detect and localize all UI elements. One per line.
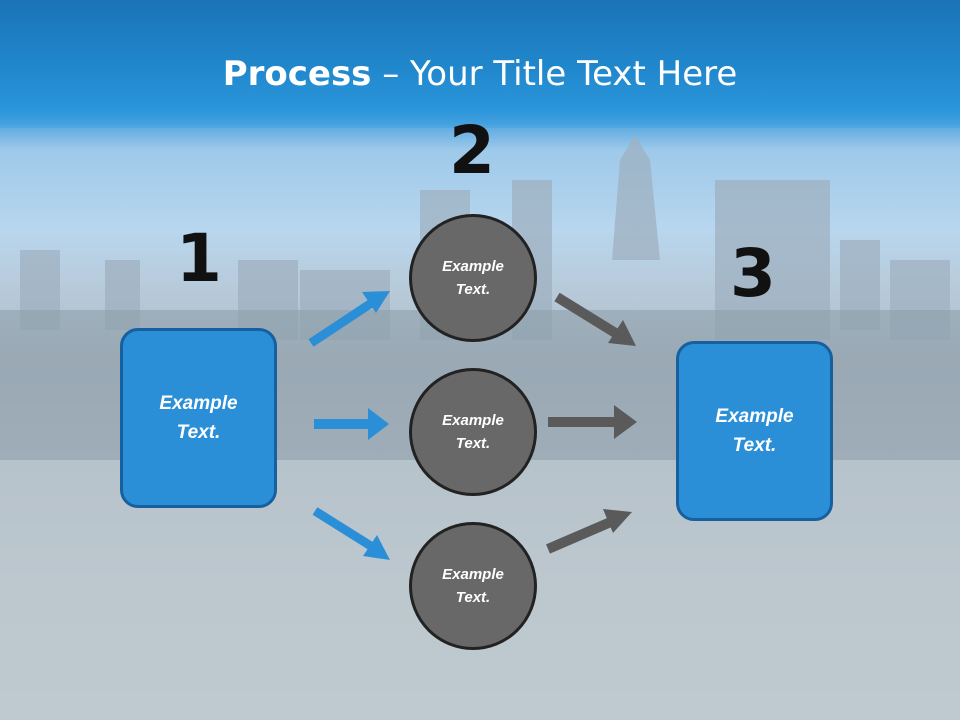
step-number-2: 2 [449, 112, 495, 189]
circle-middle-label: Example Text. [442, 412, 504, 452]
arrow-blue-down-icon [312, 507, 390, 560]
circle-top: Example Text. [409, 214, 537, 342]
step-number-1: 1 [176, 220, 222, 297]
right-process-box: Example Text. [676, 341, 833, 521]
arrow-gray-down-icon [554, 292, 636, 346]
left-process-box: Example Text. [120, 328, 277, 508]
right-box-label: Example Text. [715, 406, 794, 456]
title-bold: Process [222, 54, 372, 94]
arrow-blue-right-icon [314, 408, 389, 440]
header-band [0, 0, 960, 128]
circle-bottom-label: Example Text. [442, 566, 504, 606]
arrow-gray-up-icon [546, 509, 632, 554]
arrow-gray-right-icon [548, 405, 637, 439]
title-rest: – Your Title Text Here [371, 54, 738, 94]
left-box-label: Example Text. [159, 393, 238, 443]
arrow-blue-up-icon [308, 291, 390, 347]
circle-bottom: Example Text. [409, 522, 537, 650]
circle-top-label: Example Text. [442, 258, 504, 298]
circle-middle: Example Text. [409, 368, 537, 496]
slide-title: Process – Your Title Text Here [0, 52, 960, 96]
step-number-3: 3 [730, 235, 776, 312]
